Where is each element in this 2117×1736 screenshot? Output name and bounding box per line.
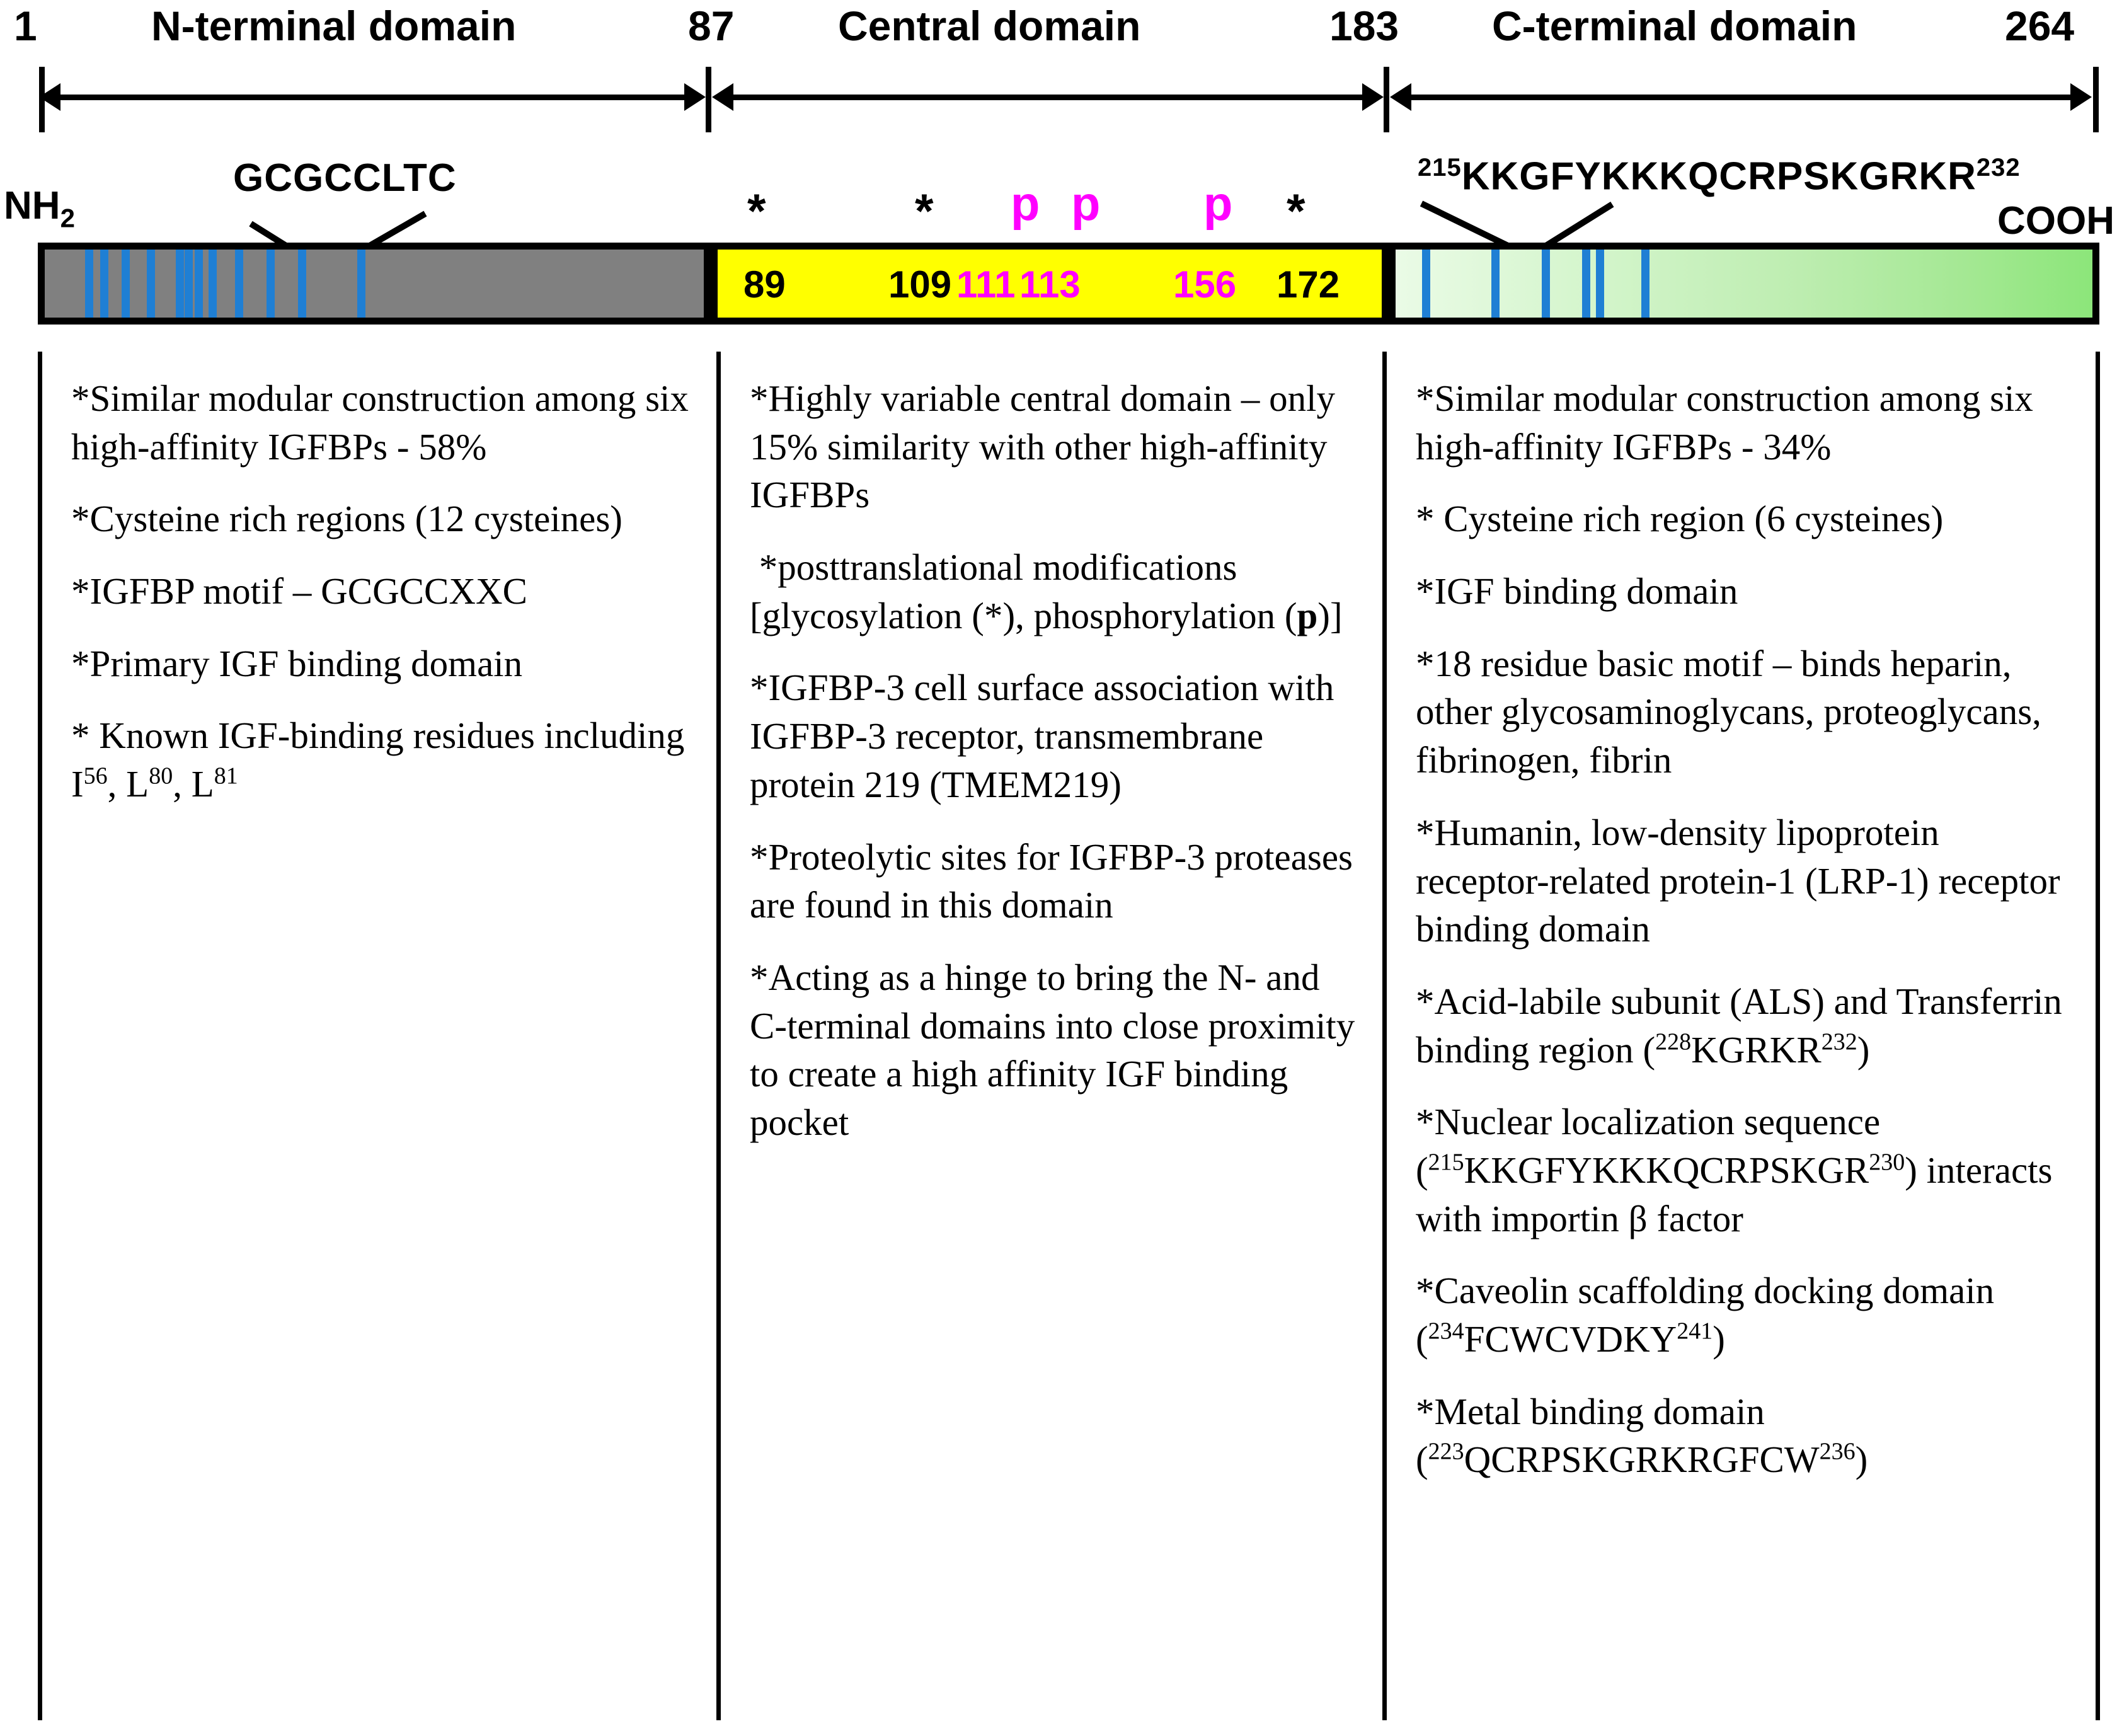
n-span-arrow-right bbox=[684, 83, 706, 111]
residue-number-113: 113 bbox=[1019, 263, 1081, 306]
domain-label-n-terminal: N-terminal domain bbox=[151, 3, 517, 49]
gcgccltc-motif-label: GCGCCLTC bbox=[233, 156, 457, 200]
list-item: *Metal binding domain (223QCRPSKGRKRGFCW… bbox=[1416, 1390, 1868, 1481]
c-motif-end-number: 232 bbox=[1976, 154, 2021, 181]
cysteine-mark bbox=[1596, 250, 1604, 318]
column-n-terminal-descriptions: *Similar modular construction among six … bbox=[42, 352, 716, 1720]
cysteine-mark bbox=[267, 250, 275, 318]
scale-position-87: 87 bbox=[688, 3, 735, 49]
list-item: *Acid-labile subunit (ALS) and Transferr… bbox=[1416, 980, 2062, 1071]
list-item: *IGFBP-3 cell surface association with I… bbox=[750, 667, 1334, 805]
c-terminal-basic-motif-label: 215KKGFYKKKQCRPSKGRKR232 bbox=[1418, 155, 2021, 197]
bar-segment-c-terminal bbox=[1389, 243, 2099, 325]
scale-position-1: 1 bbox=[14, 3, 37, 49]
column-central-descriptions: *Highly variable central domain – only 1… bbox=[721, 352, 1382, 1720]
residue-number-156: 156 bbox=[1173, 263, 1237, 306]
n-terminus-text: NH bbox=[4, 184, 60, 227]
scale-tick-183 bbox=[1384, 67, 1389, 132]
cysteine-mark bbox=[235, 250, 243, 318]
leader-line-basic-motif-left bbox=[1420, 200, 1509, 249]
list-item: *Cysteine rich regions (12 cysteines) bbox=[71, 498, 622, 540]
cysteine-mark bbox=[100, 250, 108, 318]
scale-tick-87 bbox=[706, 67, 711, 132]
list-item: *Highly variable central domain – only 1… bbox=[750, 377, 1335, 516]
bar-segment-central bbox=[711, 243, 1389, 325]
cysteine-mark bbox=[1542, 250, 1550, 318]
central-span-arrow-right bbox=[1362, 83, 1384, 111]
column-c-terminal-descriptions: *Similar modular construction among six … bbox=[1387, 352, 2096, 1720]
n-terminus-subscript: 2 bbox=[60, 203, 75, 233]
residue-number-172: 172 bbox=[1277, 263, 1340, 306]
ptm-mark-glyco-109: * bbox=[915, 185, 934, 238]
c-span-arrow-left bbox=[1390, 83, 1411, 111]
cysteine-mark bbox=[1582, 250, 1590, 318]
cysteine-mark bbox=[357, 250, 365, 318]
cysteine-mark bbox=[1422, 250, 1430, 318]
residue-number-111: 111 bbox=[956, 263, 1016, 306]
list-item: *posttranslational modifications [glycos… bbox=[750, 546, 1343, 636]
residue-number-89: 89 bbox=[743, 263, 786, 306]
list-item: *Similar modular construction among six … bbox=[1416, 377, 2033, 468]
domain-label-central: Central domain bbox=[838, 3, 1141, 49]
ptm-mark-glyco-89: * bbox=[747, 185, 766, 238]
c-span-line bbox=[1409, 95, 2072, 100]
cysteine-mark bbox=[1641, 250, 1649, 318]
n-span-line bbox=[58, 95, 686, 100]
residue-number-109: 109 bbox=[888, 263, 952, 306]
central-span-arrow-left bbox=[712, 83, 733, 111]
ptm-mark-phos-111: p bbox=[1011, 177, 1040, 231]
c-terminus-label: COOH bbox=[1997, 199, 2114, 243]
cysteine-mark bbox=[147, 250, 155, 318]
c-span-arrow-right bbox=[2070, 83, 2092, 111]
list-item: *Nuclear localization sequence (215KKGFY… bbox=[1416, 1101, 2053, 1239]
panel-border-left bbox=[38, 352, 42, 1720]
list-item: * Known IGF-binding residues including I… bbox=[71, 715, 685, 805]
ptm-mark-phos-113: p bbox=[1071, 177, 1101, 231]
bar-segment-n-terminal bbox=[38, 243, 711, 325]
scale-position-183: 183 bbox=[1329, 3, 1399, 49]
n-terminus-label: NH2 bbox=[4, 187, 75, 231]
panel-divider-2 bbox=[1382, 352, 1387, 1720]
list-item: *Acting as a hinge to bring the N- and C… bbox=[750, 956, 1355, 1143]
list-item: *Caveolin scaffolding docking domain (23… bbox=[1416, 1270, 1995, 1360]
leader-line-basic-motif-right bbox=[1543, 201, 1614, 250]
list-item: *IGFBP motif – GCGCCXXC bbox=[71, 570, 527, 612]
protein-schematic-bar bbox=[38, 243, 2099, 325]
cysteine-mark bbox=[298, 250, 306, 318]
list-item: *Primary IGF binding domain bbox=[71, 642, 523, 684]
panel-divider-1 bbox=[716, 352, 721, 1720]
list-item: *Humanin, low-density lipoprotein recept… bbox=[1416, 811, 2060, 950]
cysteine-mark bbox=[209, 250, 217, 318]
c-motif-start-number: 215 bbox=[1418, 154, 1462, 181]
list-item: *18 residue basic motif – binds heparin,… bbox=[1416, 642, 2041, 781]
cysteine-mark bbox=[176, 250, 184, 318]
list-item: * Cysteine rich region (6 cysteines) bbox=[1416, 498, 1944, 540]
cysteine-mark bbox=[122, 250, 130, 318]
central-span-line bbox=[731, 95, 1365, 100]
domain-label-c-terminal: C-terminal domain bbox=[1492, 3, 1857, 49]
panel-border-right bbox=[2096, 352, 2100, 1720]
ptm-mark-phos-156: p bbox=[1203, 177, 1233, 231]
cysteine-mark bbox=[185, 250, 193, 318]
domain-description-panel: *Similar modular construction among six … bbox=[38, 352, 2100, 1720]
list-item: *Similar modular construction among six … bbox=[71, 377, 689, 468]
n-span-arrow-left bbox=[39, 83, 60, 111]
list-item: *Proteolytic sites for IGFBP-3 proteases… bbox=[750, 836, 1353, 926]
cysteine-mark bbox=[1491, 250, 1500, 318]
cysteine-mark bbox=[85, 250, 93, 318]
scale-position-264: 264 bbox=[2005, 3, 2075, 49]
ptm-mark-glyco-172: * bbox=[1287, 185, 1305, 238]
list-item: *IGF binding domain bbox=[1416, 570, 1738, 612]
scale-tick-264 bbox=[2093, 67, 2099, 132]
cysteine-mark bbox=[195, 250, 203, 318]
c-motif-sequence: KKGFYKKKQCRPSKGRKR bbox=[1461, 154, 1976, 198]
